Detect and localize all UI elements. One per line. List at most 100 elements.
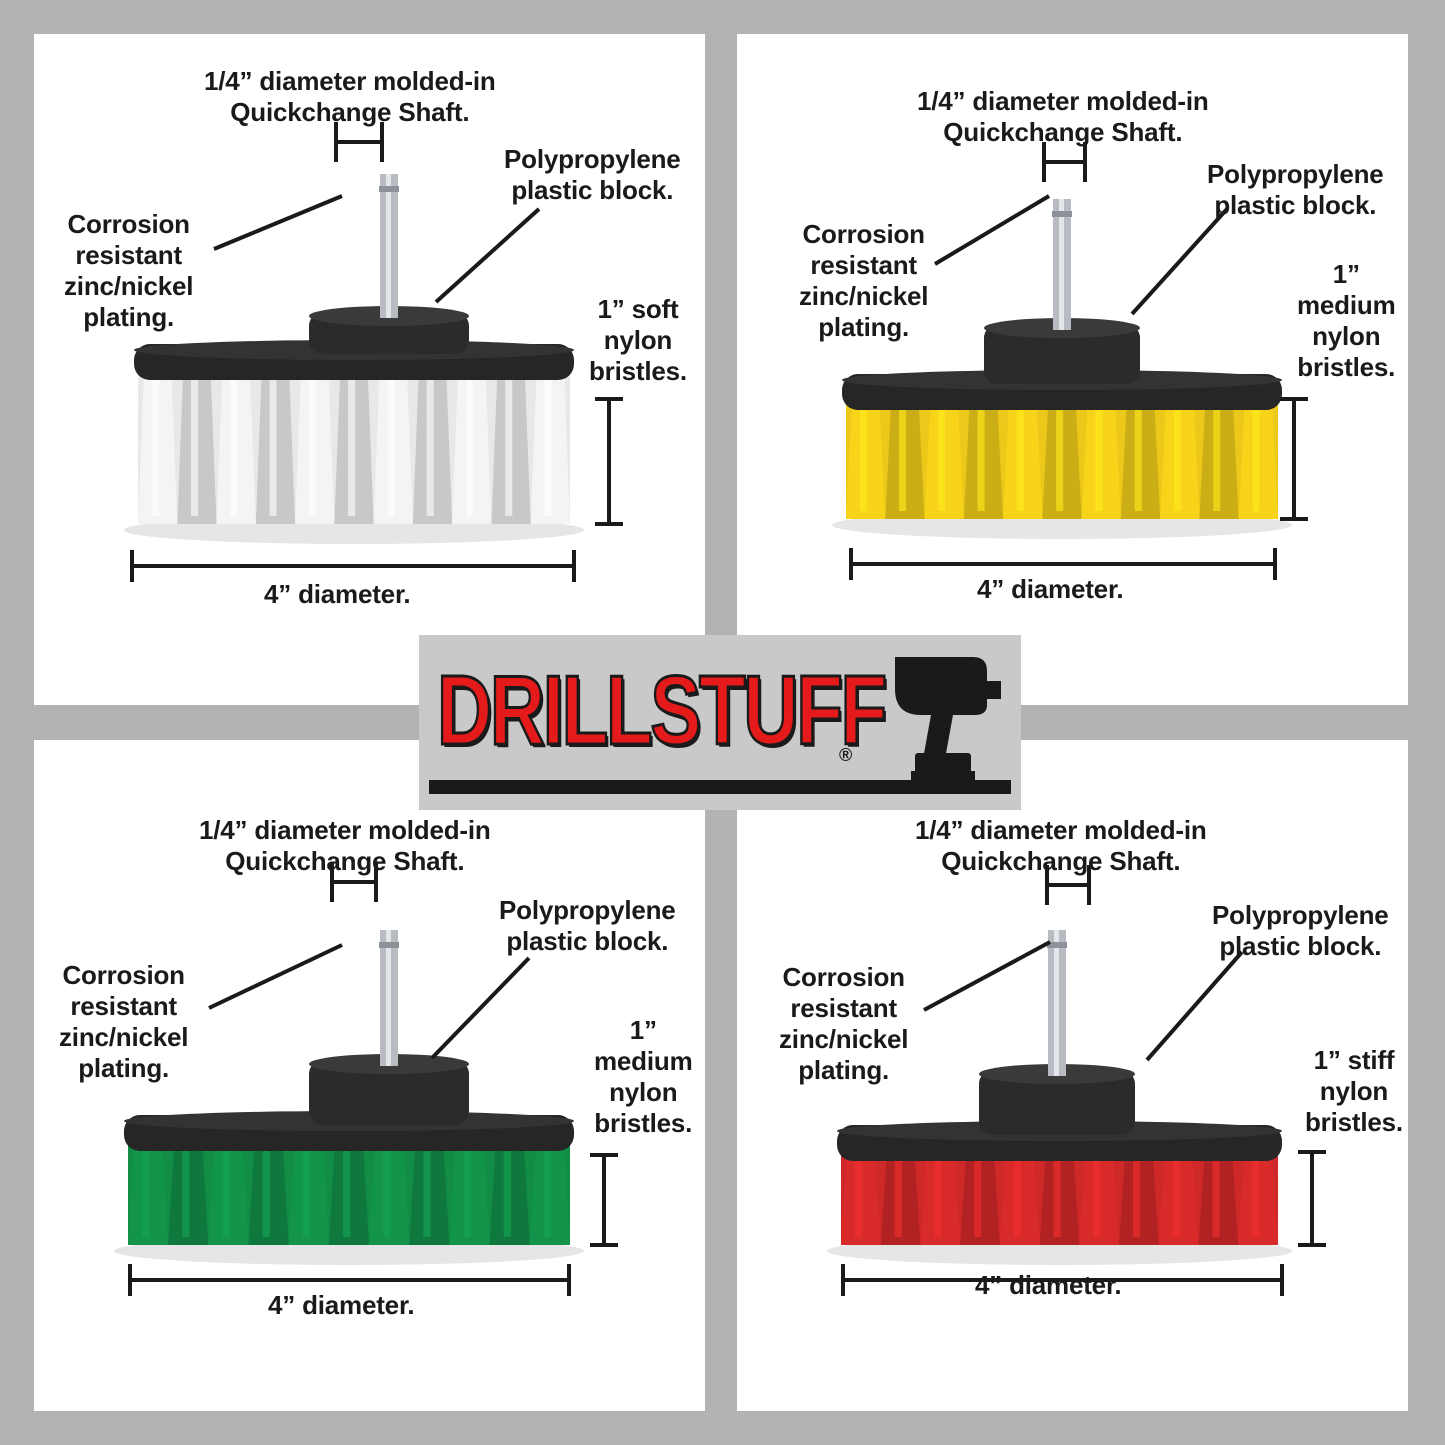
shaft-groove [1052,211,1072,217]
bristle-highlight [503,1151,511,1237]
bristle-highlight [974,1161,982,1237]
bristle-highlight [859,410,867,511]
plating-label-line: resistant [810,250,917,280]
block-leader-line [1130,207,1229,316]
bristle-highlight [1095,410,1103,511]
block-leader-line [1145,950,1244,1062]
shaft-label-line: Quickchange Shaft. [225,846,465,876]
bristle-highlight [1172,1161,1180,1237]
bristle-highlight [1212,1161,1220,1237]
shaft-dimension-bracket [1042,142,1087,182]
bristle-highlight [1016,410,1024,511]
bristles-label-line: 1” stiff [1313,1045,1395,1075]
brush-illustration [124,122,623,582]
bristles-label-line: nylon [1312,321,1381,351]
bristles-label-line: bristles. [589,356,687,386]
bristle-highlight [1013,1161,1021,1237]
shaft-highlight [386,930,391,1066]
bristle-highlight [977,410,985,511]
bristles [841,1153,1278,1245]
plating-label-line: Corrosion [67,209,190,239]
shaft-highlight [1054,930,1059,1076]
bristle-highlight [899,410,907,511]
bristles-label-line: medium [594,1046,693,1076]
bristle-highlight [182,1151,190,1237]
bristle-highlight [426,380,434,516]
bristle-height-bracket [1280,397,1308,521]
bristle-height-bracket [595,397,623,526]
shaft-label-line: 1/4” diameter molded-in [915,815,1207,845]
bristle-highlight [342,1151,351,1237]
shaft-groove [1047,942,1067,948]
bristles-label-line: bristles. [1297,352,1396,382]
bristle-highlight [269,380,277,516]
bristle-highlight [1134,410,1142,511]
shaft-groove [379,942,399,948]
bristles-label-line: bristles. [594,1108,693,1138]
brush-illustration [827,865,1326,1296]
plating-label-line: resistant [790,993,897,1023]
plating-label-line: Corrosion [782,962,905,992]
bristle-height-bracket [590,1153,618,1247]
bristle-highlight [222,1151,230,1237]
bristle-highlight [854,1161,863,1237]
bristle-highlight [463,1151,471,1237]
diameter-label: 4” diameter. [975,1270,1122,1300]
shaft-highlight [1059,199,1064,330]
diameter-label: 4” diameter. [264,579,411,609]
shaft-label-line: 1/4” diameter molded-in [199,815,491,845]
bristle-highlight [383,1151,391,1237]
diameter-bracket [841,1264,1284,1296]
plating-label-line: Corrosion [62,960,185,990]
diameter-bracket [849,548,1277,580]
block-label-line: Polypropylene [1212,900,1389,930]
bristle-highlight [387,380,395,516]
bristles [128,1143,570,1245]
shaft-dimension-bracket [330,862,378,902]
plating-label-line: Corrosion [802,219,925,249]
plating-label-line: zinc/nickel [779,1024,909,1054]
shaft-label-line: Quickchange Shaft. [230,97,470,127]
bristle-highlight [1213,410,1221,511]
block-hub [309,1060,469,1125]
bristle-highlight [1252,410,1260,511]
brush-illustration [832,142,1308,580]
diameter-bracket [128,1264,571,1296]
bristle-highlight [230,380,238,516]
plating-label-line: resistant [75,240,182,270]
shaft-dimension-bracket [1045,865,1091,905]
block-hub [984,324,1140,384]
plating-label-line: plating. [78,1053,170,1083]
logo-underline [429,780,1011,794]
plating-label-line: plating. [83,302,175,332]
plating-label-line: zinc/nickel [799,281,929,311]
bristle-highlight [938,410,946,511]
bristle-highlight [1053,1161,1061,1237]
plating-leader-line [933,194,1051,266]
bristle-highlight [505,380,513,516]
block-label-line: Polypropylene [499,895,676,925]
plating-label-line: plating. [798,1055,890,1085]
bristle-highlight [465,380,473,516]
shaft-groove [379,186,399,192]
block-hub [979,1070,1135,1135]
bristles-label-line: nylon [1319,1076,1389,1106]
bristle-highlight [934,1161,942,1237]
bristles-label-line: bristles. [1305,1107,1403,1137]
bristle-highlight [543,1151,552,1237]
bristle-highlight [302,1151,311,1237]
